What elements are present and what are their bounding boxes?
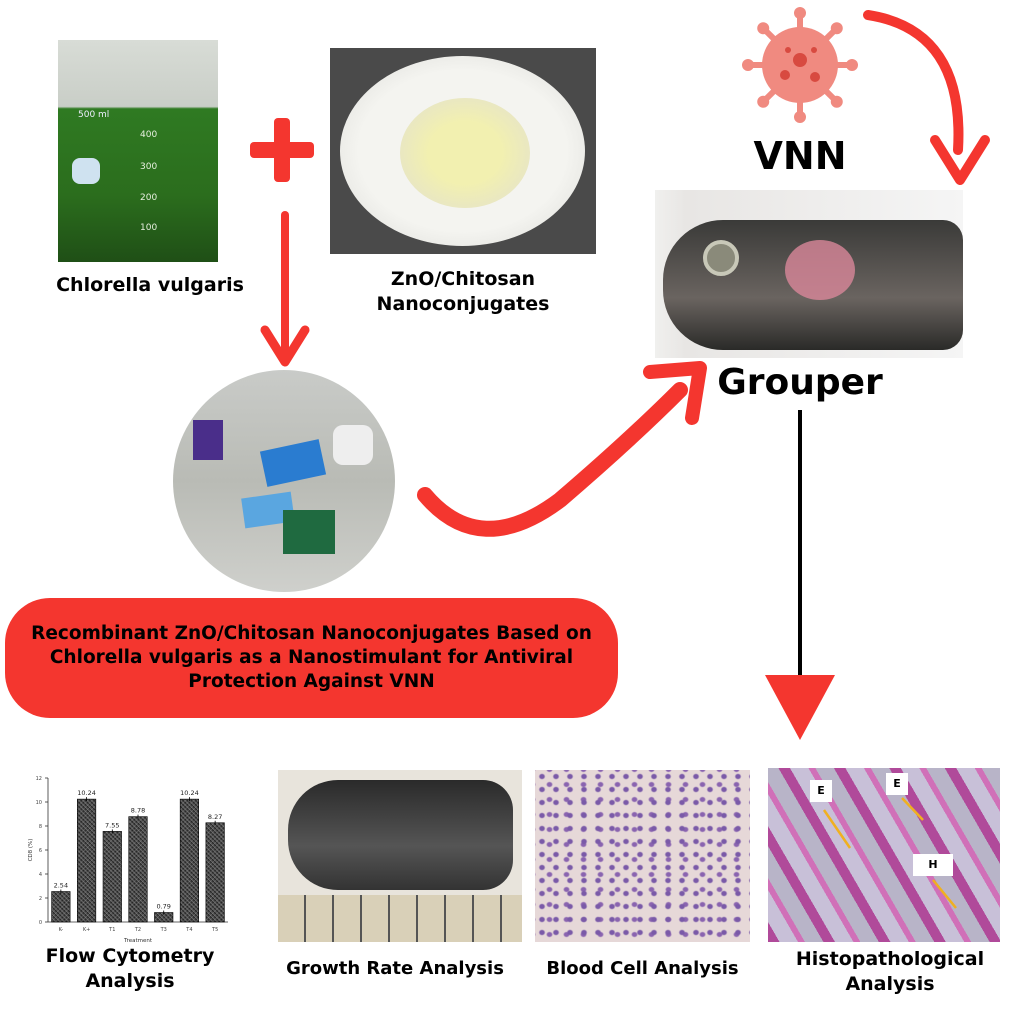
y-axis-title: CD8 (%) (28, 839, 34, 862)
beaker-tick: 300 (140, 162, 158, 172)
blood-cell-label: Blood Cell Analysis (546, 958, 739, 979)
data-label: 2.54 (54, 882, 68, 890)
x-tick-label: T5 (211, 927, 218, 933)
bar (51, 891, 71, 923)
lab-preparation-photo (173, 370, 395, 592)
growth-rate-label: Growth Rate Analysis (286, 958, 504, 979)
y-tick-label: 8 (39, 824, 42, 830)
bar (102, 831, 122, 923)
bar (77, 798, 97, 923)
growth-rate-photo (278, 770, 522, 942)
chlorella-label: Chlorella vulgaris (56, 274, 244, 296)
x-tick-label: T3 (160, 927, 167, 933)
y-tick-label: 12 (36, 776, 42, 782)
data-label: 10.24 (180, 789, 199, 797)
data-label: 8.78 (131, 807, 145, 815)
flow-label-line2: Analysis (85, 969, 175, 992)
y-tick-label: 6 (39, 848, 42, 854)
histo-label-line1: Histopathological (795, 948, 985, 970)
y-tick-label: 0 (39, 920, 42, 926)
x-tick-label: T1 (108, 927, 115, 933)
bar (205, 822, 225, 923)
bar (128, 816, 148, 923)
histopathology-label: Histopathological Analysis (770, 947, 1010, 996)
histo-marker-e: E (810, 780, 832, 802)
x-tick-label: T2 (134, 927, 141, 933)
blood-cell-photo (535, 770, 750, 942)
virus-icon (742, 7, 858, 123)
histo-label-line2: Analysis (845, 972, 935, 995)
chlorella-beaker-photo: 500 ml 400 300 200 100 (58, 40, 218, 262)
histo-marker-e: E (886, 773, 908, 795)
histo-marker-h: H (913, 854, 953, 876)
zno-label: ZnO/Chitosan Nanoconjugates (330, 267, 596, 316)
study-title-banner: Recombinant ZnO/Chitosan Nanoconjugates … (5, 598, 618, 718)
study-title: Recombinant ZnO/Chitosan Nanoconjugates … (31, 622, 592, 693)
flow-cytometry-label: Flow Cytometry Analysis (10, 944, 250, 993)
grouper-label: Grouper (717, 362, 883, 403)
data-label: 10.24 (77, 789, 96, 797)
beaker-tick: 100 (140, 223, 158, 233)
zno-label-line2: Nanoconjugates (376, 292, 550, 315)
beaker-tick: 400 (140, 130, 158, 140)
y-tick-label: 4 (39, 872, 42, 878)
y-tick-label: 10 (36, 800, 42, 806)
x-axis-title: Treatment (123, 938, 153, 944)
x-tick-label: T4 (185, 927, 192, 933)
bar (179, 798, 199, 923)
data-label: 0.79 (156, 903, 170, 911)
zno-mortar-photo (330, 48, 596, 254)
beaker-volume-label: 500 ml (78, 110, 110, 120)
flow-label-line1: Flow Cytometry (45, 945, 215, 967)
grouper-photo (655, 190, 963, 358)
histopathology-photo: E E H (768, 768, 1000, 942)
x-tick-label: K- (59, 927, 64, 933)
vnn-label: VNN (753, 134, 847, 178)
x-tick-label: K+ (83, 927, 90, 933)
beaker-tick: 200 (140, 193, 158, 203)
data-label: 7.55 (105, 821, 119, 829)
zno-label-line1: ZnO/Chitosan (390, 268, 536, 290)
y-tick-label: 2 (39, 896, 42, 902)
data-label: 8.27 (208, 813, 222, 821)
